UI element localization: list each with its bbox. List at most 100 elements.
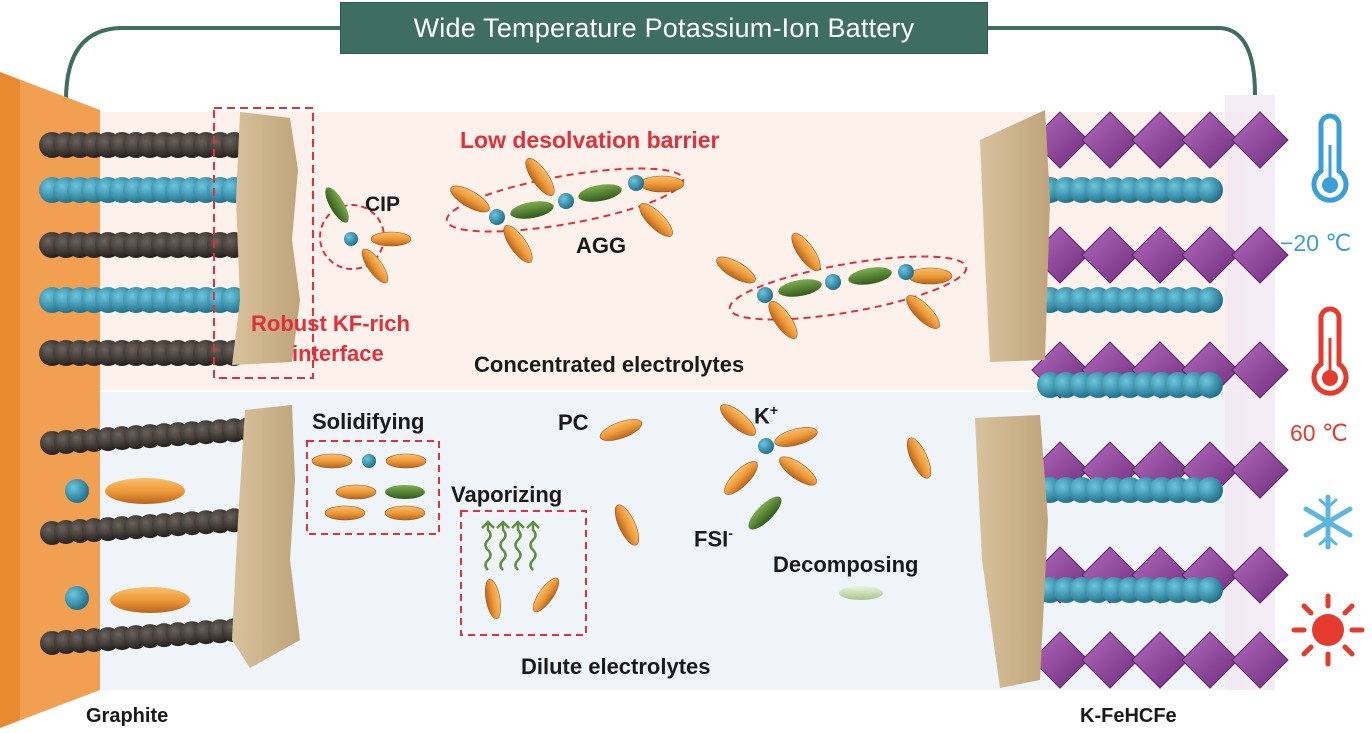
fe-octahedron (1181, 631, 1239, 689)
agg-label: AGG (576, 233, 627, 258)
thermometer-hot-icon (1311, 306, 1349, 396)
fe-octahedron (1181, 111, 1239, 169)
pc-molecule (906, 295, 940, 329)
pc-molecule (503, 225, 533, 263)
pc-molecule (110, 587, 190, 613)
interface-label-line2: interface (292, 341, 384, 366)
pc-label: PC (558, 410, 589, 435)
potassium-ion (1197, 287, 1223, 313)
pc-molecule (361, 248, 389, 284)
vaporizing-label: Vaporizing (451, 482, 563, 507)
pc-molecule (384, 505, 426, 521)
fe-octahedron (1081, 111, 1139, 169)
pc-molecule (614, 504, 640, 546)
pc-molecule (774, 427, 818, 447)
external-circuit-wire (64, 26, 1257, 101)
potassium-ion (628, 175, 644, 191)
fsi-anion (848, 267, 892, 285)
diagram-title: Wide Temperature Potassium-Ion Battery (340, 2, 988, 54)
pc-molecule (724, 461, 758, 495)
interface-label-line1: Robust KF-rich (251, 311, 410, 336)
pc-molecule (906, 437, 932, 479)
potassium-ion (1197, 177, 1223, 203)
pc-molecule (779, 456, 817, 486)
fe-octahedron (1081, 226, 1139, 284)
pc-molecule (450, 185, 490, 213)
sei-layer-anode-bottom (232, 405, 300, 668)
pc-molecule (639, 203, 673, 237)
potassium-ion (825, 274, 841, 290)
fsi-anion (325, 187, 349, 223)
pc-molecule (532, 577, 560, 613)
fsi-anion-label: FSI- (694, 525, 733, 552)
fsi-anion (748, 496, 782, 530)
fe-octahedron (1131, 111, 1189, 169)
pc-molecule (599, 419, 643, 441)
cathode-label: K-FeHCFe (1080, 705, 1177, 727)
thermometer-cold-icon (1311, 113, 1349, 203)
potassium-ion (489, 209, 505, 225)
potassium-ion (65, 479, 89, 503)
potassium-ion (1197, 477, 1223, 503)
pc-molecule (335, 484, 377, 500)
sun-icon (1291, 593, 1365, 667)
k-ion-charge: + (769, 402, 779, 418)
concentrated-electrolytes-label: Concentrated electrolytes (474, 352, 745, 377)
fe-octahedron (1231, 226, 1289, 284)
pc-molecule (484, 578, 502, 620)
pc-molecule (768, 301, 798, 339)
agg-highlight-1 (445, 167, 685, 233)
solidifying-label: Solidifying (312, 409, 425, 434)
fsi-anion (510, 201, 554, 219)
fe-octahedron (1231, 341, 1289, 399)
fsi-symbol: FSI (694, 526, 729, 552)
fe-octahedron (1231, 546, 1289, 604)
pc-molecule (639, 175, 685, 193)
sei-layer-cathode-bottom (975, 415, 1048, 688)
potassium-ion (1197, 372, 1223, 398)
sei-layer-cathode-top (980, 110, 1050, 362)
pc-molecule (370, 231, 412, 247)
potassium-ion (65, 586, 89, 610)
fe-octahedron (1131, 631, 1189, 689)
dilute-electrolytes-label: Dilute electrolytes (521, 654, 711, 679)
solidifying-box (306, 440, 440, 535)
pc-molecule (907, 267, 953, 285)
interface-highlight-box (213, 107, 314, 379)
k-ion-label: K+ (754, 402, 778, 429)
fe-octahedron (1131, 226, 1189, 284)
fsi-anion (778, 279, 822, 297)
snowflake-icon (1303, 494, 1353, 550)
pc-molecule (105, 478, 185, 504)
pc-molecule (311, 453, 353, 469)
vapor-arrows (481, 520, 540, 571)
cathode-framework (1031, 111, 1289, 689)
graphite-label: Graphite (86, 705, 169, 727)
fsi-anion (578, 184, 622, 202)
potassium-ion (757, 287, 773, 303)
low-desolvation-barrier-label: Low desolvation barrier (460, 127, 720, 153)
potassium-ion (758, 438, 774, 454)
fe-octahedron (1231, 441, 1289, 499)
pc-molecule (525, 158, 555, 196)
potassium-ion (1197, 577, 1223, 603)
fe-octahedron (1231, 111, 1289, 169)
potassium-ion (362, 454, 376, 468)
k-ion-symbol: K (754, 403, 770, 429)
fe-octahedron (1081, 631, 1139, 689)
potassium-ion (344, 232, 358, 246)
agg-highlight-2 (728, 255, 968, 321)
vaporizing-box (460, 510, 587, 636)
fe-octahedron (1231, 631, 1289, 689)
sei-layer-anode-top (232, 112, 300, 365)
fsi-charge: - (728, 525, 733, 541)
high-temperature-label: 60 ℃ (1290, 420, 1348, 446)
potassium-ion (558, 193, 574, 209)
decomposed-molecule (839, 586, 883, 600)
cip-label: CIP (365, 193, 401, 216)
pc-molecule (716, 256, 756, 284)
fsi-anion (385, 485, 425, 499)
potassium-ion (898, 264, 914, 280)
pc-molecule (385, 453, 427, 469)
pc-molecule (720, 404, 756, 436)
